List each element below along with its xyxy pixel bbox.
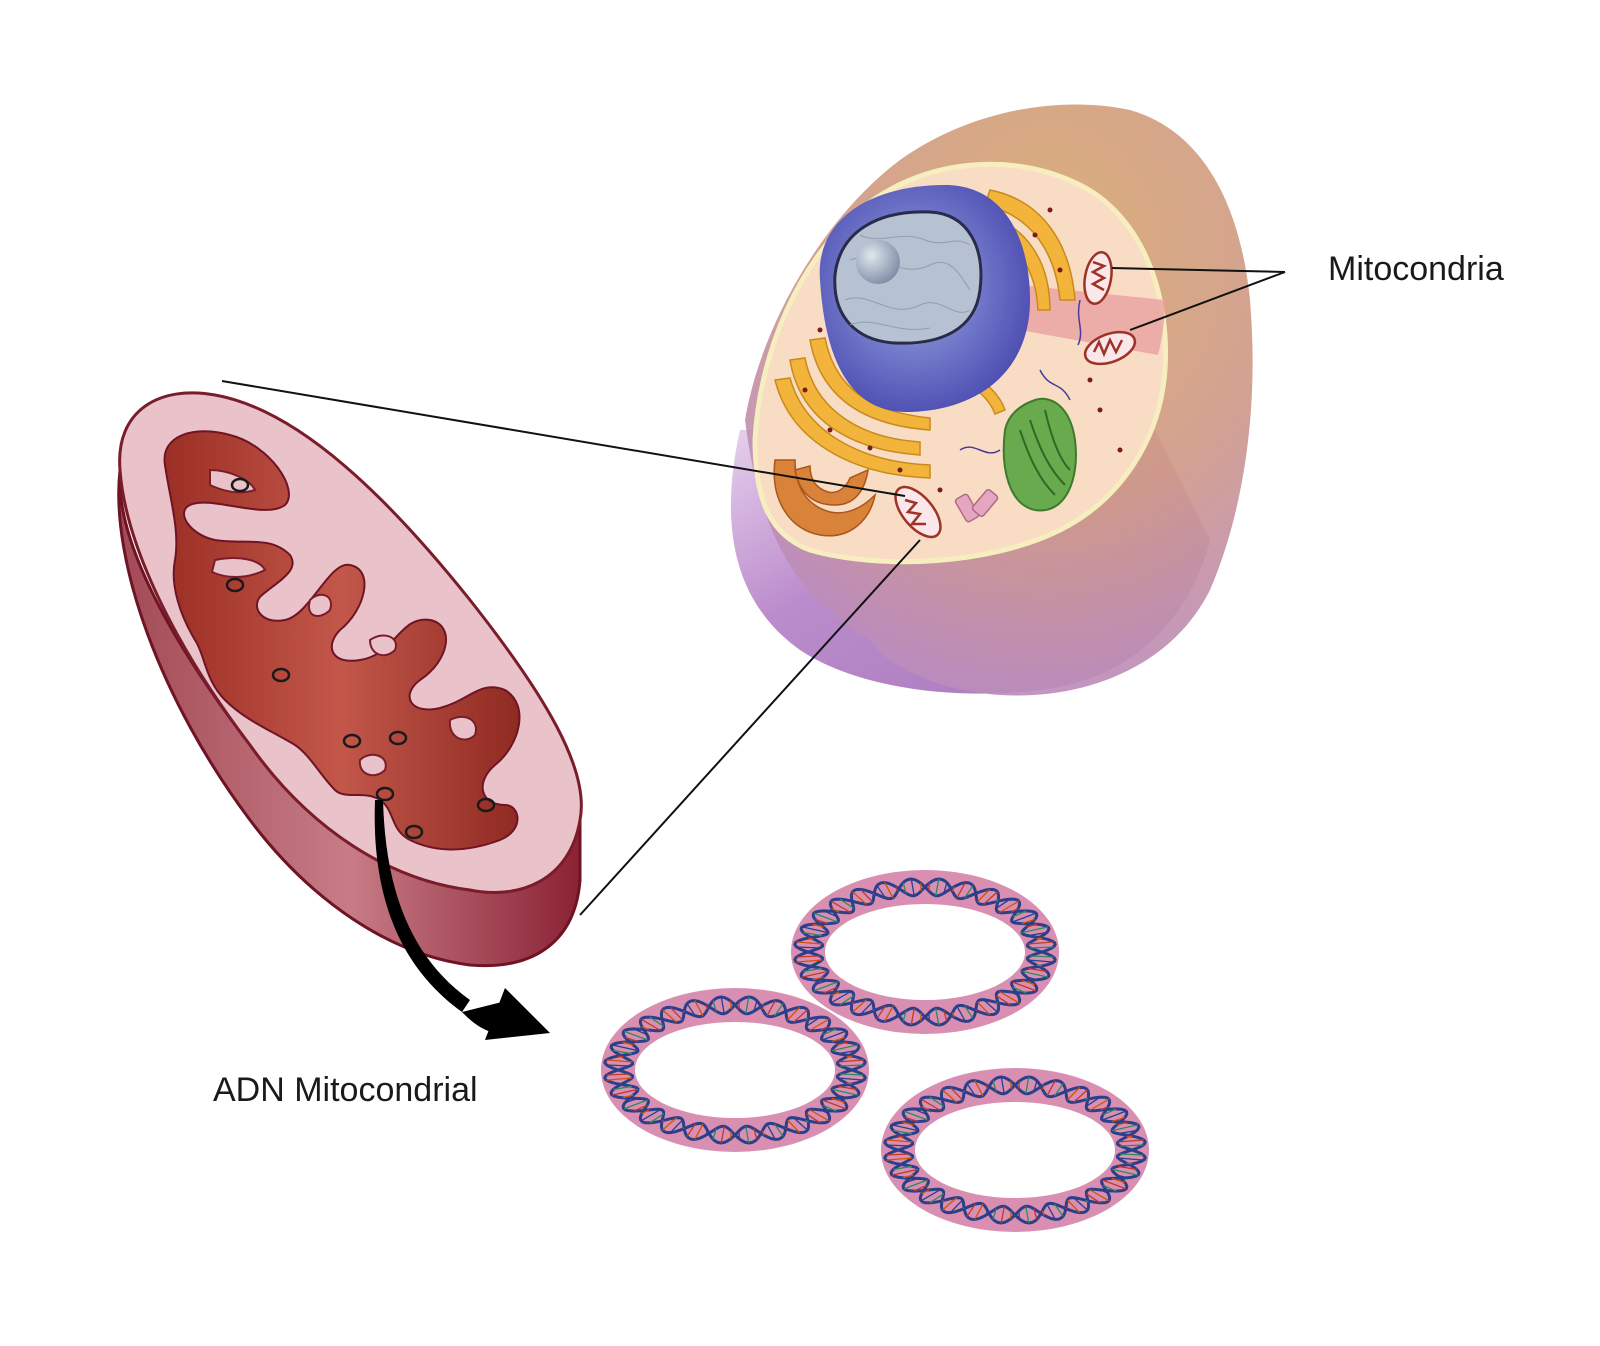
mtdna-ring-icon [601, 988, 869, 1152]
zoom-line-lower [580, 540, 920, 915]
mtdna-rings [601, 870, 1149, 1232]
cell-illustration [731, 104, 1253, 695]
label-mitochondria: Mitocondria [1328, 250, 1504, 289]
mtdna-ring-icon [881, 1068, 1149, 1232]
mitochondrion-enlarged [119, 393, 582, 966]
label-mitochondrial-dna: ADN Mitocondrial [213, 1071, 478, 1110]
mtdna-ring-icon [791, 870, 1059, 1034]
